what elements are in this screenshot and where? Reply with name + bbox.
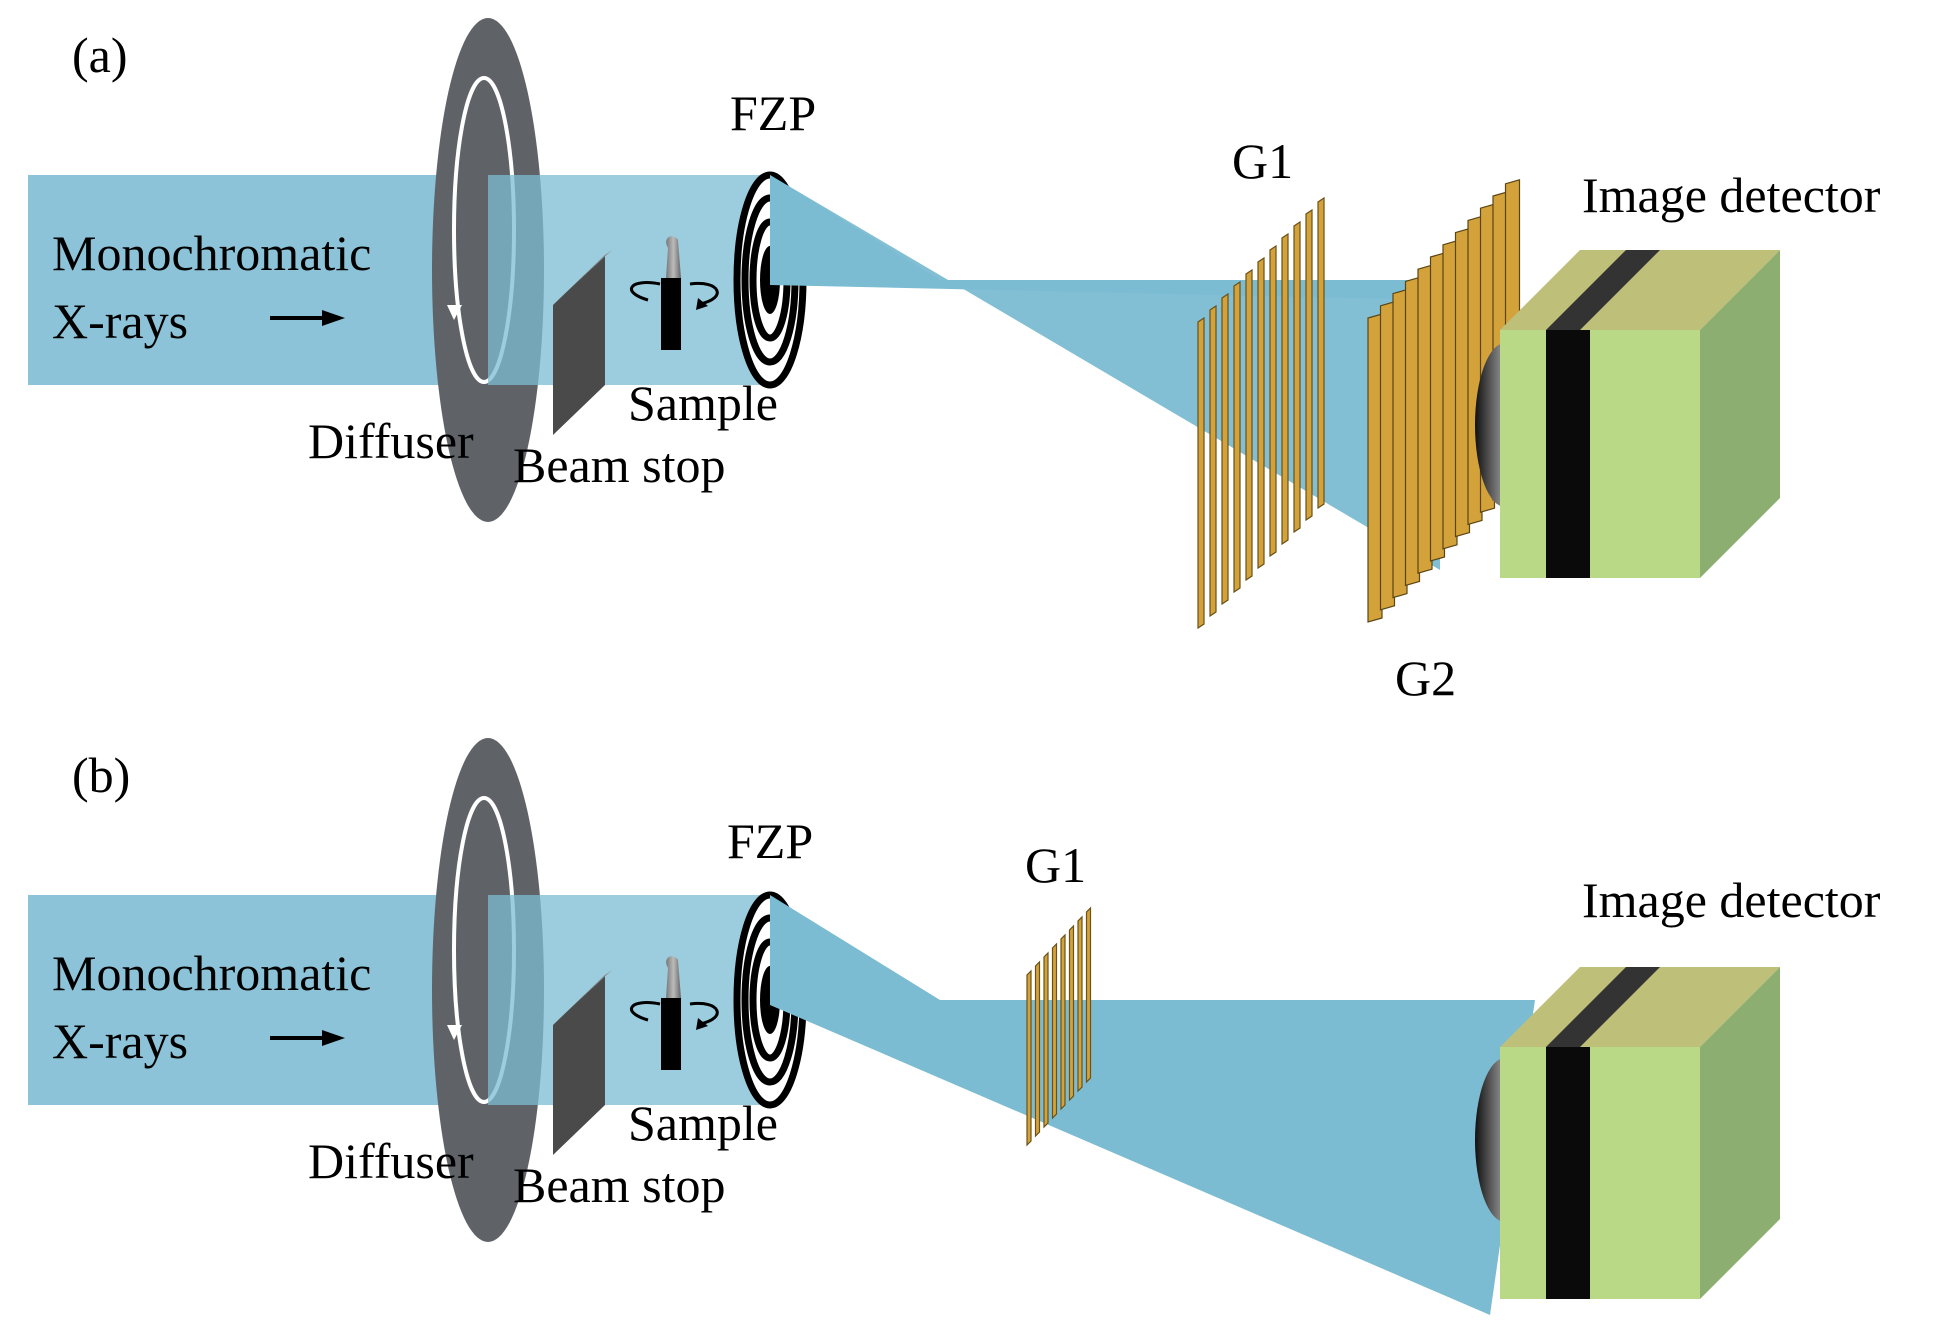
beam-stop	[553, 255, 605, 435]
detector-side-face	[1700, 250, 1780, 578]
sample-rotation-arrow-head	[696, 1018, 708, 1030]
fzp-label: FZP	[727, 813, 813, 869]
grating-bar	[1293, 220, 1301, 534]
detector-label: Image detector	[1582, 872, 1881, 928]
detector-front-stripe	[1546, 1047, 1590, 1299]
detector-front-face	[1500, 330, 1700, 578]
g2-grating	[1367, 179, 1521, 623]
source-label-line2: X-rays	[52, 1013, 188, 1069]
sample-holder	[661, 998, 681, 1070]
grating-bar	[1245, 268, 1253, 582]
source-label-line1: Monochromatic	[52, 225, 371, 281]
beam-cone-upper	[770, 175, 1440, 300]
beam-stop-label: Beam stop	[513, 437, 725, 493]
grating-bar	[1317, 196, 1325, 510]
sample-specimen	[666, 956, 681, 998]
diffuser-label: Diffuser	[308, 1133, 474, 1189]
grating-bar	[1068, 924, 1075, 1102]
beam-through-diffuser	[488, 895, 768, 1105]
grating-bar	[1221, 292, 1229, 606]
grating-bar	[1043, 951, 1049, 1129]
diffuser-label: Diffuser	[308, 413, 474, 469]
beam-stop	[553, 975, 605, 1155]
diffuser-arrow-head	[447, 305, 462, 320]
source-label-line2: X-rays	[52, 293, 188, 349]
image-detector	[1475, 967, 1780, 1299]
detector-side-face	[1700, 967, 1780, 1299]
g1-label: G1	[1232, 133, 1293, 189]
panel-label: (b)	[72, 747, 130, 803]
panel-a: (a) Monochromatic X-rays Diffuser Beam s…	[28, 18, 1881, 706]
panel-label: (a)	[72, 27, 128, 83]
grating-bar	[1305, 208, 1313, 522]
detector-top-stripe	[1546, 250, 1660, 330]
beam-cone	[770, 175, 1440, 570]
beam-direction-arrow	[270, 310, 345, 326]
detector-label: Image detector	[1582, 167, 1881, 223]
detector-top-stripe	[1546, 967, 1660, 1047]
grating-bar	[1197, 316, 1205, 630]
sample-label: Sample	[628, 375, 778, 431]
grating-bar	[1051, 942, 1058, 1120]
grating-bar	[1257, 256, 1265, 570]
sample-rotation-arrow	[630, 1001, 719, 1026]
sample-holder	[661, 278, 681, 350]
g1-label: G1	[1025, 837, 1086, 893]
sample-specimen	[666, 236, 681, 278]
grating-bar	[1060, 933, 1066, 1111]
grating-bar	[1026, 969, 1032, 1147]
beam-cone	[770, 895, 1535, 1315]
g1-grating	[1026, 906, 1092, 1147]
panel-b: (b) Monochromatic X-rays Diffuser Beam s…	[28, 738, 1881, 1315]
grating-bar	[1077, 915, 1083, 1093]
diffuser-arrow-head	[447, 1025, 462, 1040]
detector-front-face	[1500, 1047, 1700, 1299]
sample-label: Sample	[628, 1095, 778, 1151]
beam-through-diffuser	[488, 175, 768, 385]
grating-bar	[1209, 304, 1217, 618]
fzp-label: FZP	[730, 85, 816, 141]
grating-bar	[1281, 232, 1289, 546]
grating-bar	[1085, 906, 1092, 1084]
grating-bar	[1233, 280, 1241, 594]
image-detector	[1475, 250, 1780, 578]
g1-grating	[1197, 196, 1325, 630]
sample-rotation-arrow-head	[696, 298, 708, 310]
grating-bar	[1034, 960, 1041, 1138]
beam-stop-label: Beam stop	[513, 1157, 725, 1213]
g2-label: G2	[1395, 650, 1456, 706]
grating-bar	[1269, 244, 1277, 558]
sample-rotation-arrow	[630, 281, 719, 306]
source-label-line1: Monochromatic	[52, 945, 371, 1001]
detector-front-stripe	[1546, 330, 1590, 578]
beam-direction-arrow	[270, 1030, 345, 1046]
